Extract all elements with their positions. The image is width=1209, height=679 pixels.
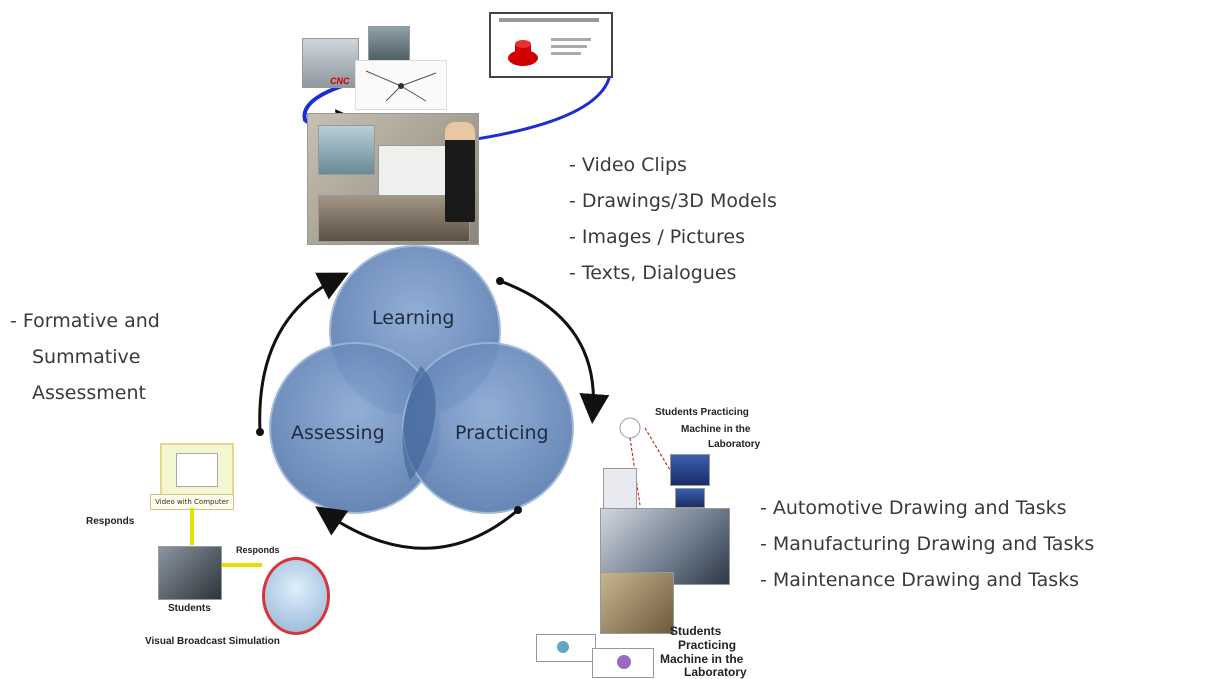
blue-dot-icon	[557, 641, 569, 653]
practice-bullet: - Automotive Drawing and Tasks	[760, 497, 1067, 519]
arrow-dot	[496, 277, 504, 285]
visual-broadcast-label: Visual Broadcast Simulation	[145, 636, 280, 647]
assessment-bullets: - Formative and Summative Assessment	[10, 303, 160, 411]
presentation-screen	[378, 145, 450, 197]
students-photo	[158, 546, 222, 600]
venn-overlap	[402, 366, 436, 480]
learning-bullet: - Images / Pictures	[569, 226, 746, 248]
practice-bullet: - Manufacturing Drawing and Tasks	[760, 533, 1095, 555]
assess-connectors	[190, 508, 262, 567]
3d-model-window	[489, 12, 613, 78]
text-line	[551, 38, 591, 41]
bottom-caption-line: Students	[670, 624, 722, 638]
monitor-photo-small	[675, 488, 705, 508]
responds-label-side: Responds	[236, 545, 280, 555]
top-caption-line: Students Practicing	[655, 407, 749, 418]
text-line	[551, 45, 587, 48]
assessment-line: Summative	[32, 346, 141, 368]
assessing-label: Assessing	[291, 422, 385, 444]
arrow-assess-to-learning	[258, 272, 349, 433]
text-line	[551, 52, 581, 55]
monitor-photo	[670, 454, 710, 486]
practice-bullet: - Maintenance Drawing and Tasks	[760, 569, 1080, 591]
students-label: Students	[168, 603, 211, 614]
arrow-practice-to-assess	[315, 506, 519, 550]
bottom-caption-line: Machine in the	[660, 652, 744, 666]
diagram-thumbnail	[355, 60, 447, 110]
learning-bullet: - Drawings/3D Models	[569, 190, 777, 212]
responds-label: Responds	[86, 516, 135, 527]
screen-thumbnail-2	[592, 648, 654, 678]
machine-photo-thumbnail	[368, 26, 410, 62]
side-screen-photo	[603, 468, 637, 515]
window-title-bar	[499, 18, 599, 22]
monitor-screen	[318, 125, 375, 175]
presenter-figure	[445, 122, 475, 222]
learning-bullet: - Texts, Dialogues	[569, 262, 737, 284]
assessment-line: - Formative and	[10, 310, 160, 332]
arrow-learning-to-practice	[499, 279, 610, 424]
bottom-caption-line: Practicing	[678, 638, 737, 652]
red-3d-model-icon	[508, 40, 538, 66]
broadcast-simulation-circle	[262, 557, 330, 635]
learning-bullets: - Video Clips - Drawings/3D Models - Ima…	[569, 147, 777, 291]
bottom-caption-line: Laboratory	[684, 665, 747, 679]
arrow-dot	[256, 428, 264, 436]
assessment-line: Assessment	[32, 382, 146, 404]
learning-label: Learning	[372, 307, 455, 329]
cnc-label: CNC	[330, 76, 350, 86]
network-diagram-icon	[365, 70, 437, 102]
arrow-dot	[514, 506, 522, 514]
laboratory-photo	[600, 572, 674, 634]
desk-photo	[318, 195, 470, 242]
machine-diagram-icon	[619, 417, 671, 506]
screen-content	[176, 453, 218, 487]
purple-dot-icon	[617, 655, 631, 669]
computer-screen-thumbnail	[160, 443, 234, 497]
top-caption-line: Laboratory	[708, 439, 761, 450]
practicing-label: Practicing	[455, 422, 549, 444]
screen-thumbnail	[536, 634, 596, 662]
practice-bullets: - Automotive Drawing and Tasks - Manufac…	[760, 490, 1094, 598]
learning-bullet: - Video Clips	[569, 154, 687, 176]
top-caption-line: Machine in the	[681, 424, 751, 435]
